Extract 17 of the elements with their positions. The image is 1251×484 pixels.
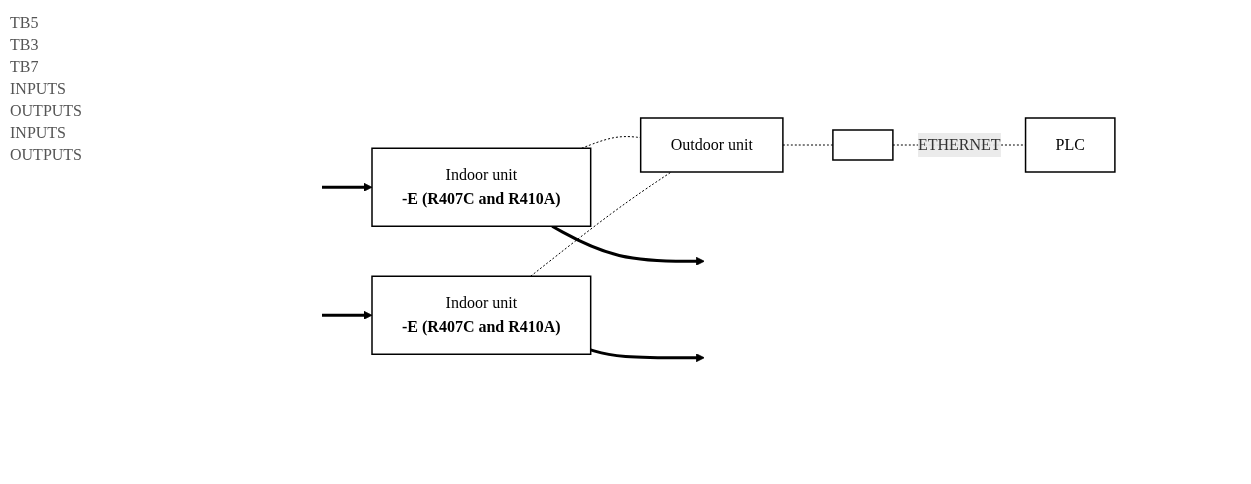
port-label: OUTPUTS — [10, 102, 83, 120]
port-label: OUTPUTS — [10, 146, 83, 164]
port-label: INPUTS — [10, 80, 67, 98]
edge-label: ETHERNET — [917, 136, 1001, 154]
node-box: Indoor unit -E (R407C and R410A) — [370, 147, 591, 228]
node-box: PLC — [1024, 117, 1116, 174]
arrow — [550, 225, 705, 266]
node-box: Indoor unit -E (R407C and R410A) — [370, 275, 591, 356]
port-label: TB5 — [10, 14, 40, 32]
arrow — [321, 183, 372, 193]
port-label: TB7 — [10, 58, 40, 76]
connector — [529, 171, 672, 278]
node-box — [831, 129, 894, 162]
arrow — [321, 311, 372, 320]
port-label: TB3 — [10, 36, 40, 54]
port-label: INPUTS — [10, 124, 67, 142]
node-box: Outdoor unit — [639, 117, 784, 174]
